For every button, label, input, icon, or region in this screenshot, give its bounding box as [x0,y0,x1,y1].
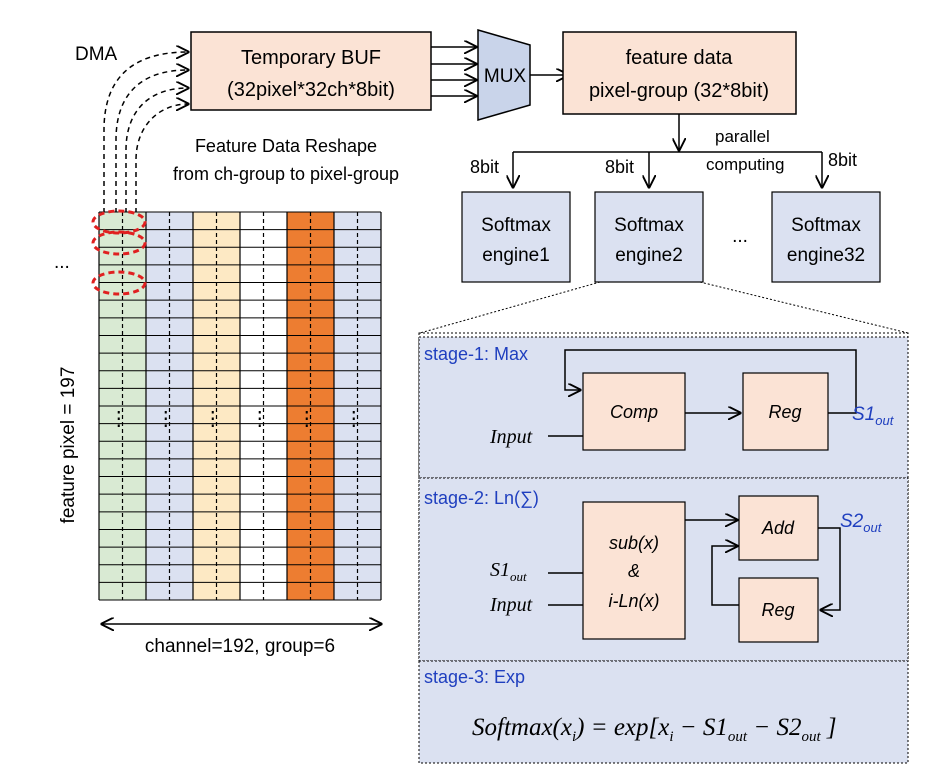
buffer-to-mux-arrows [431,47,476,96]
reshape-caption-line2: from ch-group to pixel-group [173,164,399,184]
softmax-engine-32: Softmax engine32 [771,191,881,283]
stage-1-panel: stage-1: Max Comp Reg Input S1out [418,336,909,479]
column-vertical-ellipsis: ⋮ [109,408,129,430]
stage-2-s1-input-label: S1out [490,559,527,584]
stage-3-panel: stage-3: Exp Softmax(xi) = exp[xi − S1ou… [418,660,909,764]
stage-3-title: stage-3: Exp [424,667,525,687]
bit-label-3: 8bit [828,150,857,170]
temporary-buffer-title: Temporary BUF [241,47,381,69]
column-vertical-ellipsis: ⋮ [250,408,270,430]
bit-label-2: 8bit [605,157,634,177]
comp-label: Comp [610,402,658,422]
comp-block [582,372,686,451]
engine-2-name: engine2 [615,245,683,266]
softmax-formula: Softmax(xi) = exp[xi − S1out − S2out ] [472,714,837,745]
zoom-lines [419,281,909,334]
engine-1-name: engine1 [482,245,550,266]
stage-2-wires [548,520,841,610]
column-vertical-ellipsis: ⋮ [156,408,176,430]
grid-left-ellipsis: ... [54,252,70,273]
feature-data-block [562,31,797,115]
temporary-buffer-block [190,31,432,111]
engine-1-title: Softmax [481,215,551,236]
engine-2-title: Softmax [614,215,684,236]
feature-data-title: feature data [626,47,734,69]
stage-1-output-label: S1out [852,404,895,428]
stage-1-reg-block [742,372,829,451]
engine-32-title: Softmax [791,215,861,236]
stage-2-output-label: S2out [840,511,883,535]
dma-label: DMA [75,44,118,65]
dma-transfer-arrows [103,52,188,222]
stage-1-title: stage-1: Max [424,344,528,364]
column-vertical-ellipsis: ⋮ [203,408,223,430]
stage-1-wires [548,349,857,437]
bit-label-1: 8bit [470,157,499,177]
sub-ln-line1: sub(x) [609,533,659,553]
stage-2-reg-label: Reg [761,600,794,620]
feature-data-size: pixel-group (32*8bit) [589,80,769,102]
engine-ellipsis: ... [732,226,748,247]
stage-2-panel: stage-2: Ln(∑) sub(x) & i-Ln(x) Add Reg … [418,477,909,662]
add-label: Add [761,518,795,538]
reshape-caption-line1: Feature Data Reshape [195,136,377,156]
temporary-buffer-size: (32pixel*32ch*8bit) [227,79,395,101]
stage-1-input-label: Input [489,426,533,448]
column-vertical-ellipsis: ⋮ [344,408,364,430]
softmax-engine-2: Softmax engine2 [594,191,704,283]
stage-1-reg-label: Reg [768,402,801,422]
stage-2-reg-block [738,577,819,643]
dma-selection-markers [91,209,147,296]
computing-label: computing [706,155,784,174]
distribution-lines [513,114,822,187]
engine-32-name: engine32 [787,245,865,266]
channel-axis-label: channel=192, group=6 [145,636,335,657]
stage-2-title: stage-2: Ln(∑) [424,488,539,508]
mux-block [477,29,531,121]
sub-ln-block [582,501,686,640]
parallel-label: parallel [715,127,770,146]
add-block [738,495,819,561]
softmax-engine-1: Softmax engine1 [461,191,571,283]
sub-ln-line2: & [628,561,640,581]
feature-pixel-axis-label: feature pixel = 197 [58,367,79,524]
sub-ln-line3: i-Ln(x) [608,591,659,611]
stage-2-input-label: Input [489,594,533,616]
column-vertical-ellipsis: ⋮ [297,408,317,430]
mux-label: MUX [484,66,527,87]
feature-grid: ⋮ ⋮ ⋮ ⋮ ⋮ ⋮ [98,211,382,601]
